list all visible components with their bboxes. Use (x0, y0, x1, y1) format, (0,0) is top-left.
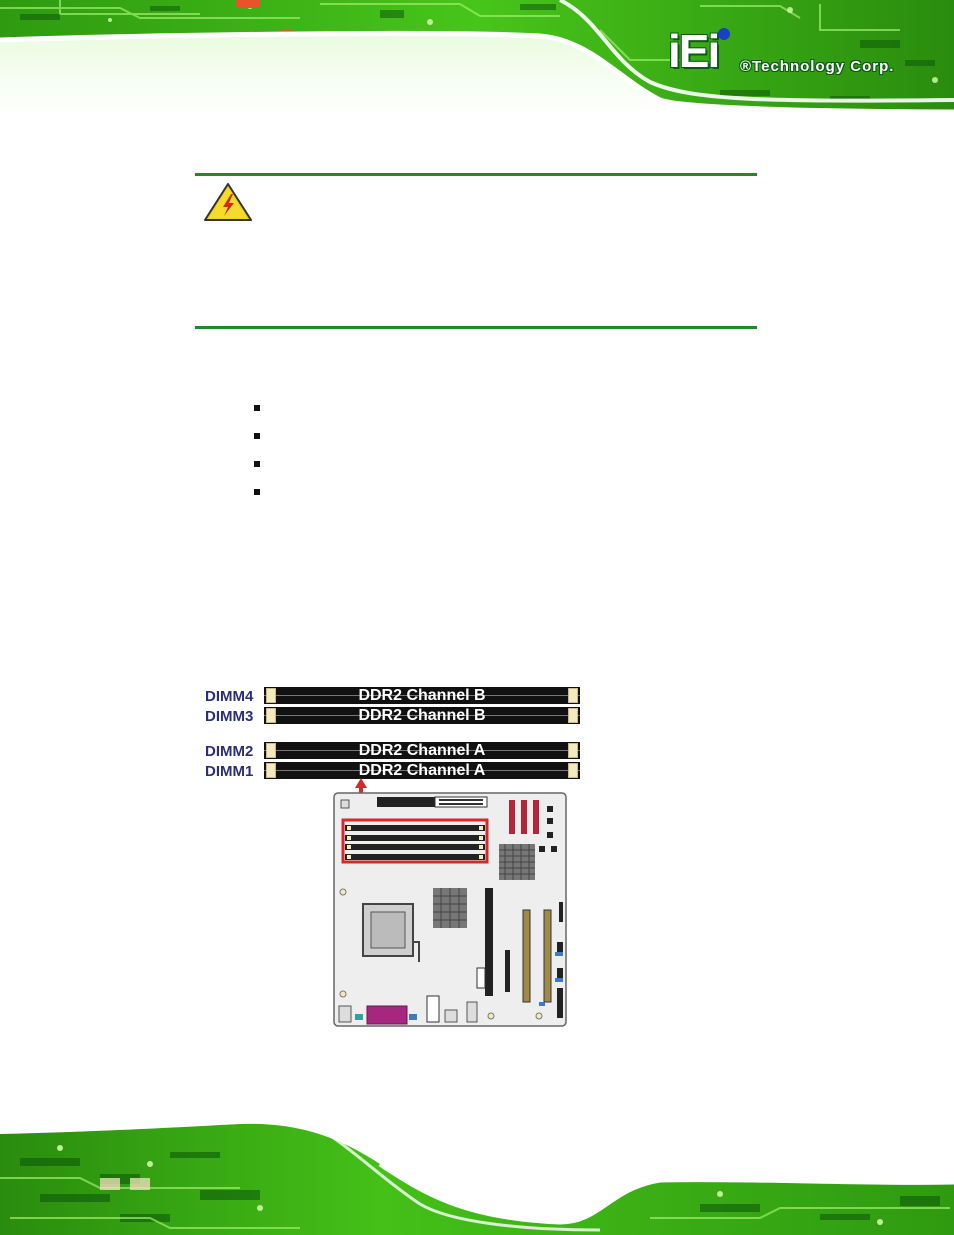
company-name: ®Technology Corp. (740, 58, 895, 75)
dimm-label: DIMM2 (205, 743, 254, 760)
warning-bottom-rule (195, 326, 757, 329)
dimm-slot-location-figure: DIMM4 DIMM3 DIMM2 DIMM1 DDR2 Channel B D… (200, 682, 590, 1032)
warning-top-rule (195, 173, 757, 176)
dimm-label: DIMM3 (205, 708, 254, 725)
electric-shock-warning-icon (204, 183, 252, 221)
bullet-point (254, 489, 260, 495)
logo-dot (718, 28, 730, 40)
dimm-slot: DDR2 Channel A (264, 762, 580, 779)
slot-channel-label: DDR2 Channel A (358, 742, 486, 759)
bullet-point (254, 461, 260, 467)
motherboard-diagram (333, 792, 567, 1027)
dimm-highlight-box (341, 818, 489, 864)
page-footer-banner (0, 1118, 954, 1235)
iei-logo: iEi ®Technology Corp. (668, 24, 918, 84)
circuit-board-banner-graphic (0, 0, 954, 112)
page-header-banner: iEi ®Technology Corp. (0, 0, 954, 112)
slot-channel-label: DDR2 Channel A (358, 762, 486, 779)
circuit-board-footer-graphic (0, 1118, 954, 1235)
dimm-label: DIMM1 (205, 763, 254, 780)
dimm-slot: DDR2 Channel A (264, 742, 580, 759)
bullet-point (254, 405, 260, 411)
dimm-slot: DDR2 Channel B (264, 707, 580, 724)
logo-mark: iEi (668, 25, 720, 77)
dimm-slot: DDR2 Channel B (264, 687, 580, 704)
dimm-label: DIMM4 (205, 688, 254, 705)
slot-channel-label: DDR2 Channel B (358, 707, 486, 724)
slot-channel-label: DDR2 Channel B (358, 687, 486, 704)
bullet-point (254, 433, 260, 439)
